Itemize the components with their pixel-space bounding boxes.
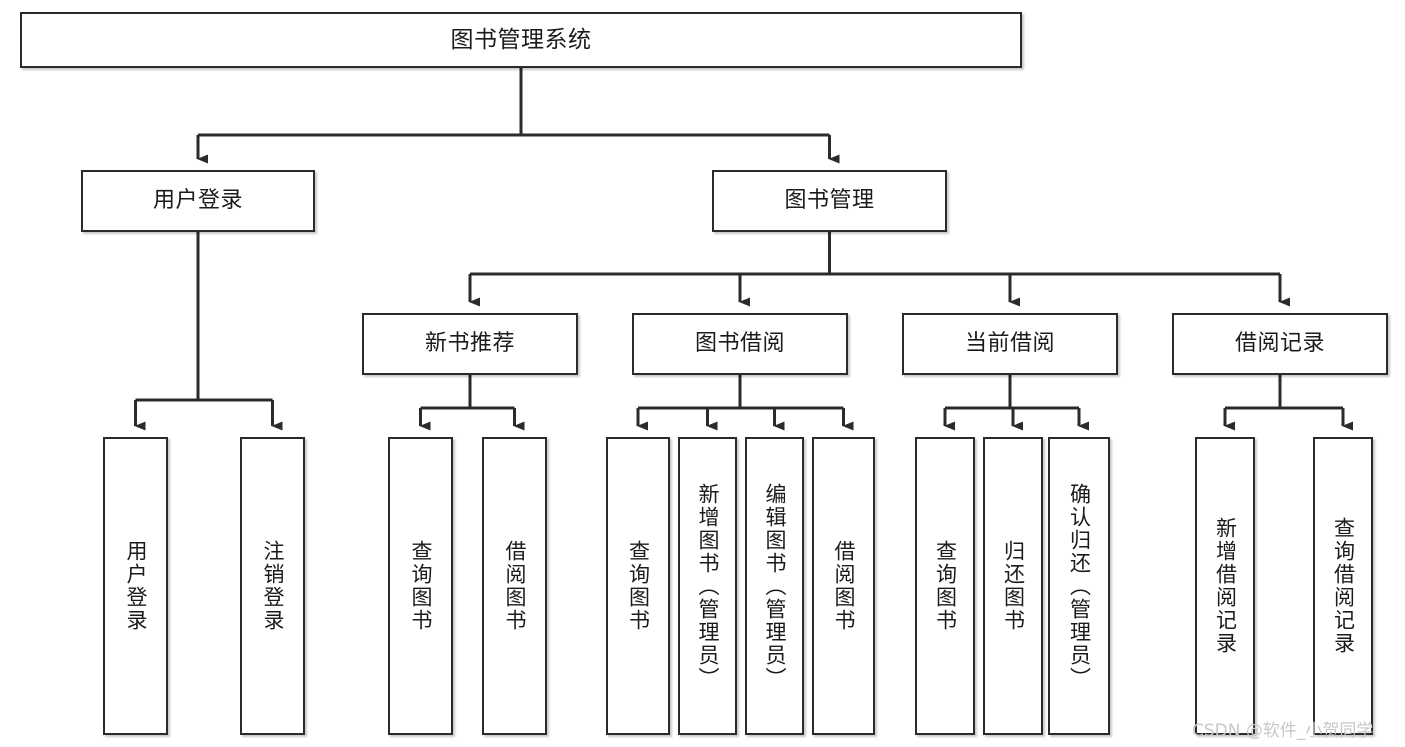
node-leaf-user-login-label: 用户登录 <box>124 540 148 632</box>
node-leaf-query-book-bb-label: 查询图书 <box>626 540 651 632</box>
node-user-login[interactable]: 用户登录 <box>81 170 315 232</box>
node-leaf-return-book[interactable]: 归还图书 <box>983 437 1043 735</box>
node-borrow-record-label: 借阅记录 <box>1234 331 1325 357</box>
node-leaf-query-record[interactable]: 查询借阅记录 <box>1313 437 1373 735</box>
node-leaf-user-logout-label: 注销登录 <box>261 540 285 632</box>
node-leaf-return-book-label: 归还图书 <box>1001 540 1026 632</box>
node-leaf-borrow-book-bb[interactable]: 借阅图书 <box>812 437 875 735</box>
node-current-borrow-label: 当前借阅 <box>964 331 1055 357</box>
node-leaf-query-book-bb[interactable]: 查询图书 <box>606 437 670 735</box>
node-root-label: 图书管理系统 <box>450 26 592 53</box>
node-book-borrow-label: 图书借阅 <box>694 331 785 357</box>
node-book-borrow[interactable]: 图书借阅 <box>632 313 848 375</box>
node-new-book-rec-label: 新书推荐 <box>424 331 515 357</box>
node-leaf-add-book[interactable]: 新增图书（管理员） <box>678 437 737 735</box>
node-leaf-query-book-cb-label: 查询图书 <box>933 540 958 632</box>
node-root[interactable]: 图书管理系统 <box>20 12 1022 68</box>
node-leaf-edit-book-label: 编辑图书（管理员） <box>763 482 787 690</box>
node-leaf-borrow-book-bb-label: 借阅图书 <box>832 540 856 632</box>
node-leaf-add-record[interactable]: 新增借阅记录 <box>1195 437 1255 735</box>
node-leaf-query-book-rec[interactable]: 查询图书 <box>388 437 453 735</box>
node-leaf-edit-book[interactable]: 编辑图书（管理员） <box>745 437 804 735</box>
node-leaf-confirm-return[interactable]: 确认归还（管理员） <box>1048 437 1110 735</box>
node-leaf-user-logout[interactable]: 注销登录 <box>240 437 305 735</box>
node-leaf-query-book-cb[interactable]: 查询图书 <box>915 437 975 735</box>
node-borrow-record[interactable]: 借阅记录 <box>1172 313 1388 375</box>
node-leaf-borrow-book-rec[interactable]: 借阅图书 <box>482 437 547 735</box>
node-user-login-label: 用户登录 <box>152 188 243 214</box>
node-leaf-add-record-label: 新增借阅记录 <box>1213 517 1238 655</box>
node-new-book-rec[interactable]: 新书推荐 <box>362 313 578 375</box>
node-current-borrow[interactable]: 当前借阅 <box>902 313 1118 375</box>
node-leaf-add-book-label: 新增图书（管理员） <box>696 482 720 690</box>
node-leaf-user-login[interactable]: 用户登录 <box>103 437 168 735</box>
csdn-watermark: CSDN @软件_小贺同学 <box>1192 721 1374 741</box>
node-book-manage-label: 图书管理 <box>784 188 875 214</box>
node-leaf-query-book-rec-label: 查询图书 <box>409 540 433 632</box>
node-leaf-query-record-label: 查询借阅记录 <box>1331 517 1356 655</box>
node-book-manage[interactable]: 图书管理 <box>712 170 947 232</box>
node-leaf-confirm-return-label: 确认归还（管理员） <box>1067 482 1092 690</box>
node-leaf-borrow-book-rec-label: 借阅图书 <box>503 540 527 632</box>
